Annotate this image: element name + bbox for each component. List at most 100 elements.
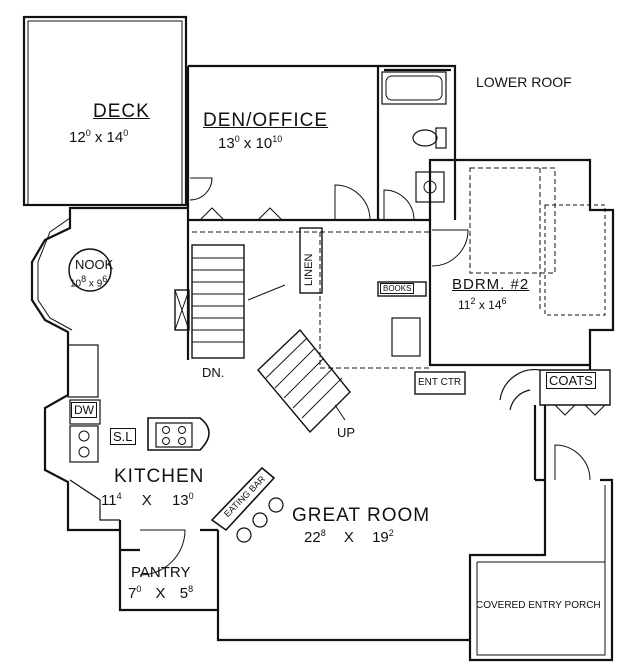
deck-outline bbox=[22, 15, 188, 207]
deck-dim-w-sup: 0 bbox=[85, 128, 91, 138]
bathtub-inner bbox=[385, 75, 443, 101]
stair-treads bbox=[192, 257, 244, 343]
den-dim-w: 13 bbox=[218, 135, 235, 152]
den-dim-h: 10 bbox=[255, 135, 273, 152]
den-name: DEN/OFFICE bbox=[203, 110, 329, 131]
upper-right-wall bbox=[455, 158, 615, 370]
great-dim-w: 22 bbox=[304, 529, 321, 546]
stool-2 bbox=[252, 512, 268, 528]
burner-2 bbox=[178, 426, 186, 434]
den-dim-x: x bbox=[243, 135, 252, 152]
ent-center bbox=[414, 371, 466, 395]
entry-door bbox=[554, 444, 591, 481]
burner-4 bbox=[178, 437, 186, 445]
stair-lower-flight bbox=[257, 328, 351, 434]
deck-dim-h-sup: 0 bbox=[123, 128, 129, 138]
covered-porch-label: COVERED ENTRY PORCH bbox=[476, 600, 601, 611]
bdrm2-dim-h-sup: 6 bbox=[501, 296, 507, 306]
kitchen-island bbox=[147, 417, 210, 451]
bdrm2-dim-w-sup: 2 bbox=[470, 296, 476, 306]
nook-dim-w: 10 bbox=[70, 278, 82, 290]
dishwasher bbox=[69, 399, 101, 425]
counter-upper bbox=[67, 344, 99, 398]
nook-dim-w-sup: 8 bbox=[81, 274, 87, 284]
toilet bbox=[412, 129, 438, 147]
bdrm-window bbox=[544, 204, 606, 316]
pantry-dim-x: X bbox=[155, 585, 166, 602]
nook-dim-x: x bbox=[88, 278, 94, 290]
den-dims: 130 x 1010 bbox=[218, 134, 282, 152]
bath-walls bbox=[378, 64, 457, 222]
eating-bar bbox=[210, 466, 276, 532]
deck-dim-x: x bbox=[94, 129, 103, 146]
spiral-stair bbox=[499, 369, 541, 411]
kitchen-dim-x: X bbox=[141, 492, 152, 509]
linen-label: LINEN bbox=[303, 253, 315, 286]
sink bbox=[423, 180, 437, 194]
pantry-lower-wall bbox=[216, 610, 470, 642]
stool-3 bbox=[268, 497, 284, 513]
burner-3 bbox=[162, 437, 170, 445]
pantry-walls bbox=[118, 520, 220, 612]
bdrm-closet bbox=[469, 167, 556, 274]
bdrm-walls bbox=[428, 160, 590, 367]
bdrm2-dim-w: 11 bbox=[458, 298, 471, 312]
dw-label: DW bbox=[71, 402, 97, 418]
cooktop bbox=[155, 422, 193, 448]
kitchen-dim-h-sup: 0 bbox=[188, 491, 194, 501]
nook-dim-h: 9 bbox=[96, 278, 103, 290]
stair-main bbox=[191, 244, 245, 359]
post-x bbox=[174, 289, 190, 331]
nook-name: NOOK bbox=[75, 257, 114, 272]
pantry-dim-h-sup: 8 bbox=[188, 584, 194, 594]
pantry-dim-h: 5 bbox=[179, 585, 189, 602]
books-label: BOOKS bbox=[380, 283, 415, 294]
bdrm-door-swing bbox=[431, 229, 469, 267]
nook-dims: 108 x 96 bbox=[70, 274, 107, 289]
bdrm2-dim-h: 14 bbox=[488, 298, 502, 312]
ent-ctr-label: ENT CTR bbox=[418, 377, 462, 388]
pantry-dims: 70 X 58 bbox=[128, 584, 193, 602]
kitchen-sink bbox=[69, 425, 99, 463]
burner-1 bbox=[162, 426, 170, 434]
deck-name: DECK bbox=[93, 101, 150, 122]
sink-bowl-a bbox=[78, 430, 90, 442]
bathtub bbox=[381, 71, 447, 105]
bath-door-swing bbox=[383, 189, 415, 221]
up-label: UP bbox=[337, 425, 356, 440]
stair-lower-treads bbox=[265, 337, 343, 419]
bdrm2-dim-x: x bbox=[478, 298, 485, 312]
kitchen-name: KITCHEN bbox=[114, 466, 205, 487]
entry-walls bbox=[468, 405, 614, 662]
deck-rail bbox=[27, 20, 183, 205]
stool-1 bbox=[236, 527, 252, 543]
pantry-dim-w-sup: 0 bbox=[136, 584, 142, 594]
post-column bbox=[174, 289, 190, 331]
counter-lower bbox=[69, 479, 120, 521]
great-room-dims: 228 X 192 bbox=[304, 528, 394, 546]
den-dim-w-sup: 0 bbox=[234, 134, 240, 144]
den-dim-h-sup: 10 bbox=[272, 134, 283, 144]
sink-bowl-b bbox=[78, 446, 90, 458]
vanity bbox=[415, 171, 445, 203]
linen-closet bbox=[299, 227, 323, 294]
deck-dim-h: 14 bbox=[106, 129, 124, 146]
lower-roof-label: LOWER ROOF bbox=[476, 74, 572, 90]
nook-bay bbox=[30, 206, 188, 345]
great-dim-x: X bbox=[343, 529, 354, 546]
kitchen-dims: 114 X 130 bbox=[101, 491, 194, 509]
pantry-dim-w: 7 bbox=[128, 585, 137, 602]
pantry-door-swing bbox=[139, 529, 186, 576]
sl-label: S.L bbox=[110, 428, 136, 445]
coat-closet bbox=[539, 369, 611, 406]
coat-doors bbox=[554, 404, 606, 416]
bdrm2-dims: 112 x 146 bbox=[458, 296, 507, 312]
toilet-tank bbox=[435, 127, 447, 149]
great-dim-h-sup: 2 bbox=[388, 528, 394, 538]
kitchen-dim-w-sup: 4 bbox=[116, 491, 122, 501]
bookshelf bbox=[377, 281, 427, 297]
bdrm2-name: BDRM. #2 bbox=[452, 276, 530, 293]
bifold-doors bbox=[199, 207, 283, 221]
bdrm-door-unit bbox=[391, 317, 421, 357]
